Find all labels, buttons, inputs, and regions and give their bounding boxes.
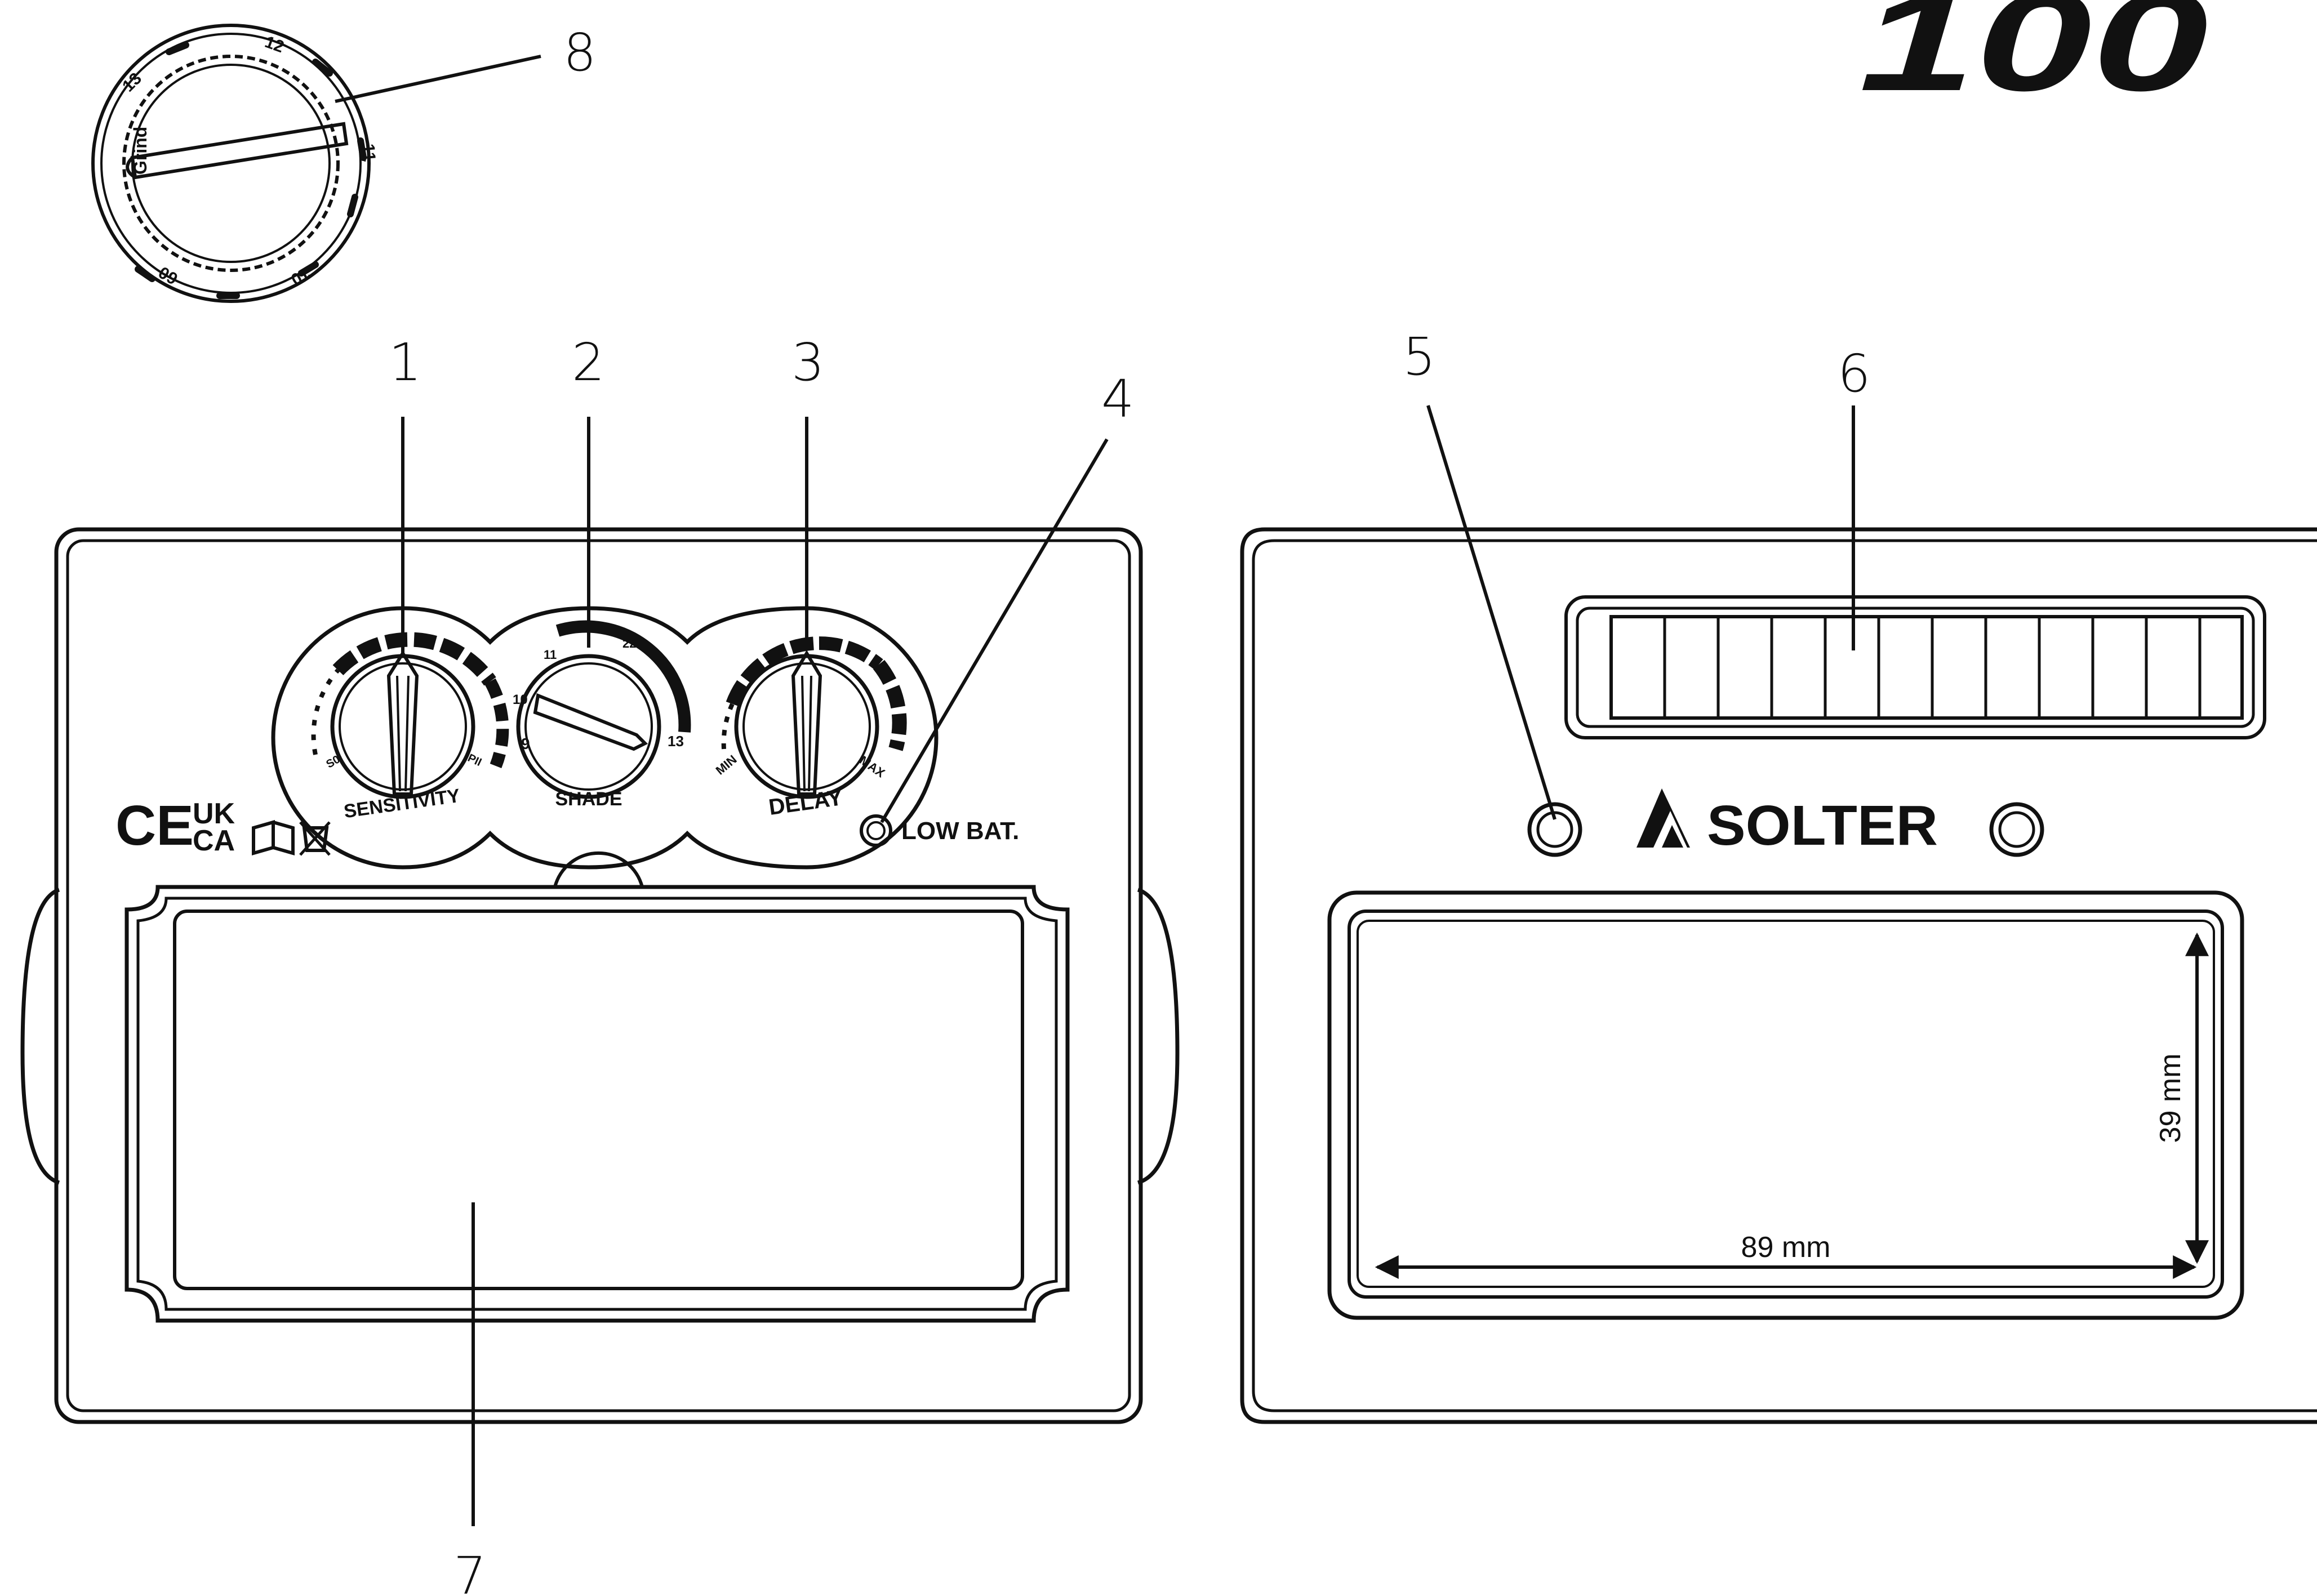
- callout-5: 5: [1403, 327, 1436, 387]
- book-icon: [252, 820, 295, 855]
- ce-mark: CE: [115, 794, 194, 857]
- sensitivity-knob[interactable]: S0 PII SENSITIVITY: [311, 632, 509, 823]
- back-panel: SOLTER 89 mm 39 mm: [1240, 527, 2317, 1424]
- shade-tick-11: 11: [544, 648, 557, 662]
- width-label: 89 mm: [1741, 1231, 1831, 1264]
- shade-tick-9: 9: [521, 735, 530, 752]
- height-dimension: 39 mm: [2154, 932, 2209, 1264]
- callout-8: 8: [563, 23, 597, 83]
- shade-tick-13: 13: [668, 733, 684, 750]
- dial-8: 13 12 11 10 60 Grind: [91, 24, 379, 303]
- uk-mark: UK: [193, 797, 235, 830]
- callout-4: 4: [1101, 369, 1135, 429]
- shade-label: SHADE: [555, 788, 622, 810]
- shade-tick-22: 22: [622, 636, 636, 650]
- callout-numbers: 8 1 2 3 4 5 6 7: [389, 23, 1871, 1596]
- delay-min: MIN: [713, 752, 740, 778]
- front-panel: S0 PII SENSITIVITY 11 22 10 9 13 SHADE: [20, 527, 1180, 1424]
- height-label: 39 mm: [2154, 1054, 2187, 1143]
- callout-1: 1: [389, 332, 422, 393]
- delay-knob[interactable]: MIN MAX DELAY: [713, 636, 907, 820]
- low-bat-indicator: LOW BAT.: [860, 814, 1019, 847]
- low-bat-label: LOW BAT.: [901, 817, 1019, 845]
- width-dimension: 89 mm: [1375, 1231, 2197, 1279]
- weee-bin-icon: [299, 821, 331, 856]
- shade-knob[interactable]: 11 22 10 9 13 SHADE: [513, 620, 691, 810]
- arc-sensor-right: [1989, 802, 2044, 857]
- callout-2: 2: [572, 332, 605, 393]
- dial-label-60: 60: [155, 262, 181, 288]
- ca-mark: CA: [193, 824, 235, 857]
- callout-7: 7: [453, 1546, 487, 1596]
- callout-3: 3: [791, 332, 825, 393]
- model-number: 100: [1859, 0, 2208, 120]
- brand-name: SOLTER: [1707, 794, 1938, 857]
- model-logo: 100: [1859, 0, 2208, 120]
- solar-cell-strip: [1564, 595, 2266, 739]
- solter-logo: SOLTER: [1636, 788, 1938, 857]
- cert-marks: CE UK CA: [115, 794, 331, 857]
- dial-label-11: 11: [359, 143, 379, 162]
- dial-label-grind: Grind: [130, 127, 150, 175]
- callout-6: 6: [1838, 344, 1871, 404]
- arc-sensor-left: [1527, 802, 1582, 857]
- lens-glass: [173, 910, 1024, 1290]
- shade-tick-10: 10: [513, 692, 528, 707]
